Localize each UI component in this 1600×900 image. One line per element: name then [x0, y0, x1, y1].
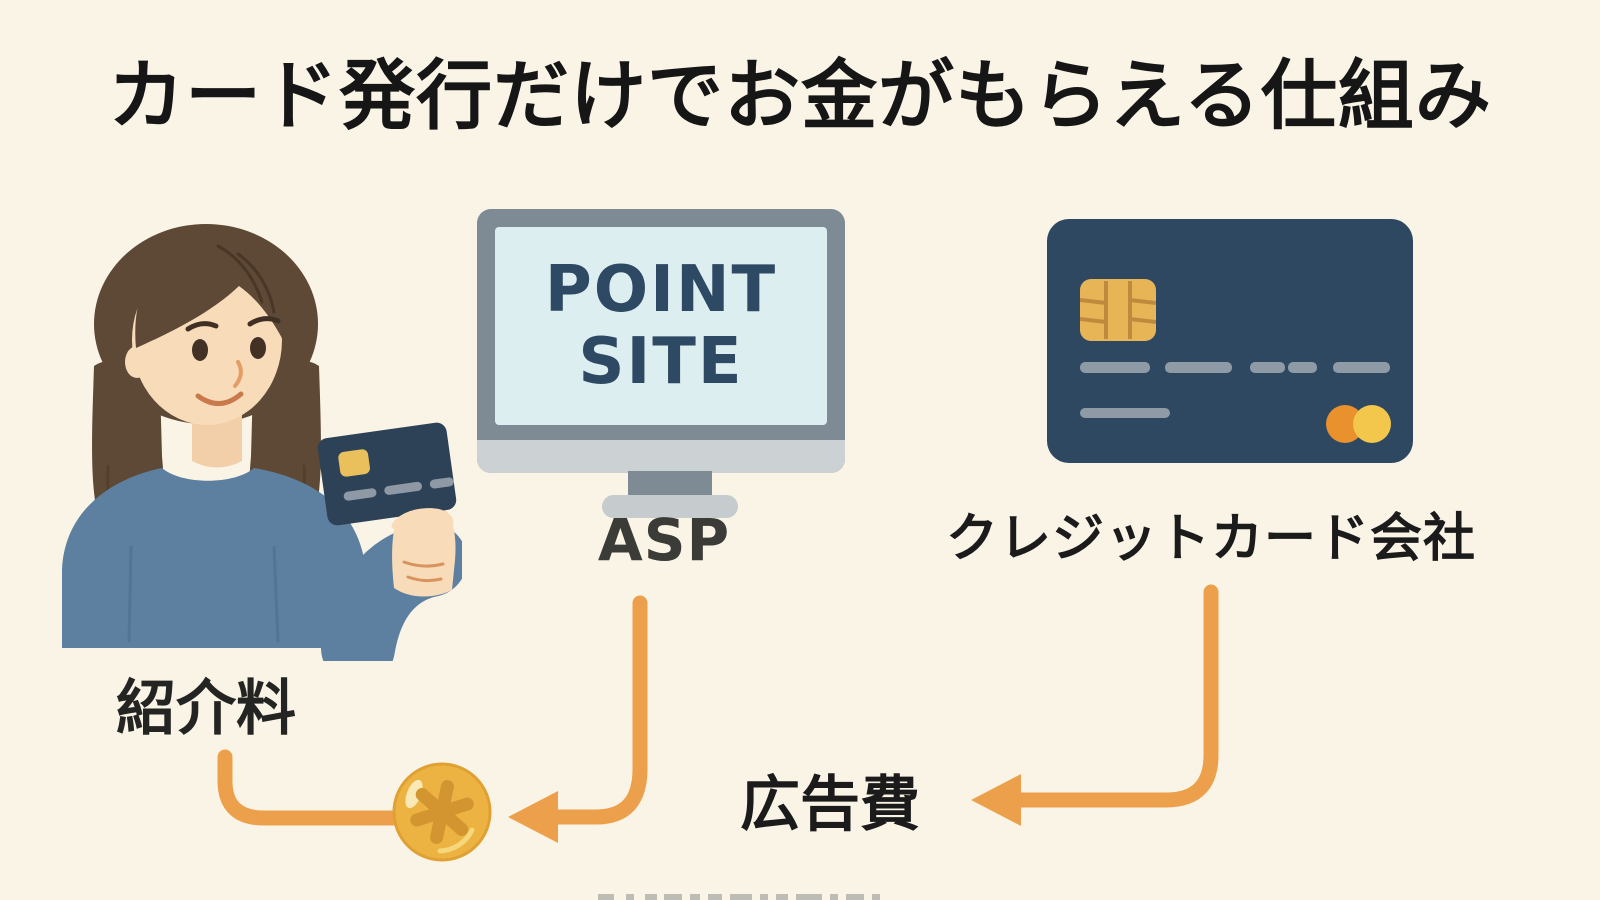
asp-caption: ASP — [597, 506, 731, 574]
card-number-dash — [1250, 362, 1285, 373]
monitor-stand-base — [602, 495, 738, 518]
hair-fringe — [135, 239, 284, 348]
arrow-asp-to-coin — [508, 595, 648, 843]
credit-card-icon — [1047, 219, 1413, 463]
eyebrow-left — [185, 321, 219, 332]
thumb — [391, 508, 454, 534]
card-chip — [338, 449, 370, 477]
card-number-dash — [1333, 362, 1390, 373]
connector-coin-to-user — [217, 749, 406, 826]
neck — [192, 414, 242, 468]
cardholder-dash — [1080, 408, 1170, 418]
card-number-dash — [1288, 362, 1317, 373]
yen-coin-symbol — [410, 780, 474, 844]
payment-logo-circle-yellow — [1353, 405, 1391, 443]
page-title: カード発行だけでお金がもらえる仕組み — [108, 51, 1492, 140]
mouth — [195, 391, 244, 406]
eye-left — [192, 339, 208, 361]
arrow-cardcompany-to-center — [971, 584, 1219, 826]
ear — [125, 346, 149, 378]
card-number-dash — [1165, 362, 1232, 373]
woman-illustration — [62, 224, 462, 661]
monitor-chin — [477, 440, 845, 473]
clipped-text-fragments — [598, 894, 880, 900]
coin-icon — [392, 762, 492, 862]
card-company-caption: クレジットカード会社 — [945, 509, 1477, 569]
point-site-text-line1: POINT — [544, 253, 778, 327]
monitor-stand-neck — [628, 471, 712, 499]
nose — [233, 360, 243, 388]
arrowhead-left-icon — [971, 774, 1021, 826]
point-site-text-line2: SITE — [578, 325, 744, 399]
card-chip-icon — [1080, 279, 1156, 341]
referral-fee-label: 紹介料 — [116, 674, 296, 744]
card-number-dash — [1080, 362, 1150, 373]
eyebrow-right — [247, 316, 281, 327]
sweater-torso — [62, 468, 370, 648]
eye-right — [250, 337, 266, 359]
held-card-icon — [317, 422, 457, 526]
monitor-screen: POINT SITE — [495, 227, 827, 425]
advertising-fee-label: 広告費 — [740, 770, 920, 840]
arrowhead-left-icon — [508, 791, 558, 843]
